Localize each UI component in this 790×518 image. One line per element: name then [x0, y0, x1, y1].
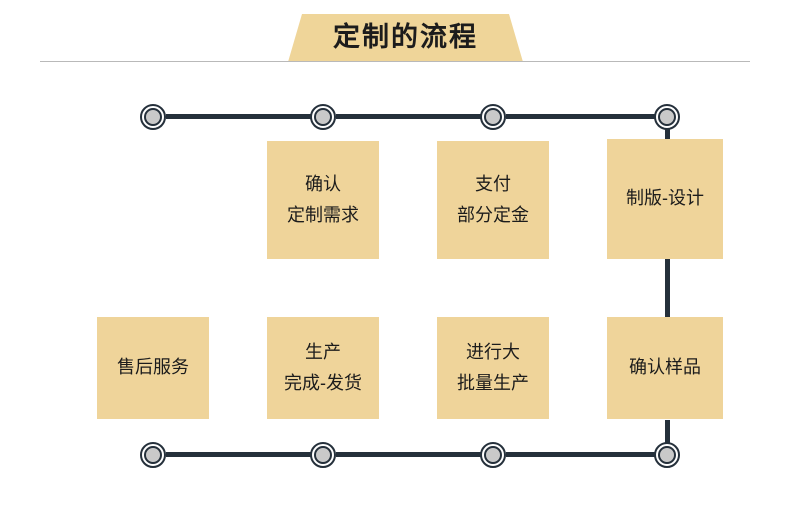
bottom-node-3[interactable]: [480, 442, 506, 468]
header-banner: 定制的流程: [288, 14, 523, 62]
step-box-after-sales-service[interactable]: 售后服务: [97, 317, 209, 419]
step-line: 定制需求: [287, 205, 359, 225]
step-line: 进行大: [466, 341, 520, 362]
bottom-node-1[interactable]: [140, 442, 166, 468]
top-node-4[interactable]: [654, 104, 680, 130]
bottom-connector-2-3: [336, 452, 486, 457]
top-node-1[interactable]: [140, 104, 166, 130]
vertical-connector-bottom: [665, 420, 670, 456]
page-title: 定制的流程: [333, 21, 478, 52]
step-line: 生产: [305, 341, 341, 362]
step-line: 制版-设计: [626, 188, 704, 209]
step-box-confirm-sample[interactable]: 确认样品: [607, 317, 723, 419]
step-line: 确认样品: [629, 357, 701, 378]
step-line: 完成-发货: [284, 373, 362, 393]
step-line: 支付: [475, 173, 511, 194]
step-line: 批量生产: [457, 373, 529, 393]
header-divider: [40, 61, 750, 62]
step-line: 确认: [305, 173, 341, 194]
bottom-node-2[interactable]: [310, 442, 336, 468]
top-connector-1-2: [166, 114, 316, 119]
step-box-confirm-requirements[interactable]: 确认 定制需求: [267, 141, 379, 259]
step-box-production-shipping[interactable]: 生产 完成-发货: [267, 317, 379, 419]
top-connector-3-4: [506, 114, 656, 119]
bottom-node-4[interactable]: [654, 442, 680, 468]
step-box-mass-production[interactable]: 进行大 批量生产: [437, 317, 549, 419]
top-node-2[interactable]: [310, 104, 336, 130]
top-connector-2-3: [336, 114, 486, 119]
bottom-connector-1-2: [166, 452, 316, 457]
top-node-3[interactable]: [480, 104, 506, 130]
step-box-platemaking-design[interactable]: 制版-设计: [607, 139, 723, 259]
step-line: 部分定金: [457, 205, 529, 225]
bottom-connector-3-4: [506, 452, 656, 457]
step-line: 售后服务: [117, 357, 189, 378]
step-box-pay-deposit[interactable]: 支付 部分定金: [437, 141, 549, 259]
